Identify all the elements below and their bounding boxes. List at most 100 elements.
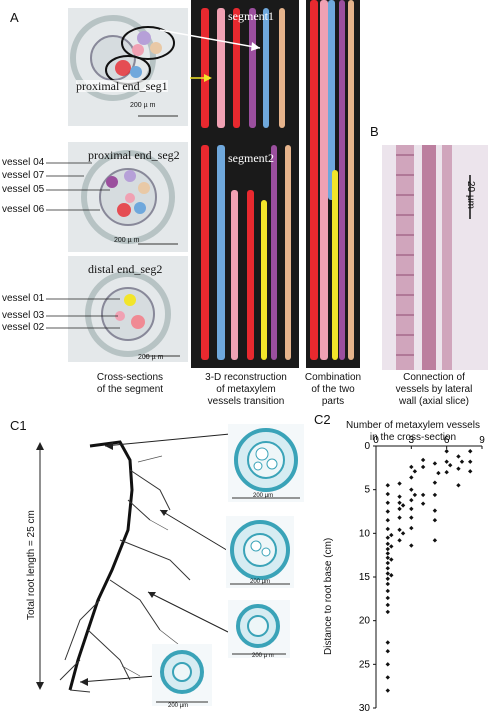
data-point [468, 449, 473, 454]
x-tick-label: 3 [409, 436, 415, 446]
data-point [385, 541, 390, 547]
cross-section-seg2-proximal-image [68, 142, 188, 252]
data-point [385, 491, 390, 497]
data-point [409, 497, 414, 503]
caption-axial: Connection of vessels by lateral wall (a… [380, 372, 488, 408]
data-point [385, 555, 390, 560]
caption-line: of the two [311, 384, 355, 395]
caption-line: of the segment [96, 384, 164, 395]
data-point [432, 461, 438, 466]
data-point [420, 457, 426, 463]
data-point [385, 535, 390, 540]
y-tick-label: 25 [359, 659, 371, 670]
data-point [385, 566, 390, 571]
data-point [397, 481, 402, 486]
axial-slice-graphic [382, 145, 488, 370]
vessel-label: vessel 05 [2, 184, 45, 195]
data-point [385, 518, 390, 523]
data-point [409, 506, 414, 512]
data-point [409, 475, 414, 480]
y-tick-label: 15 [359, 572, 371, 583]
data-point [385, 595, 390, 601]
data-point [389, 532, 394, 538]
caption-line: vessels transition [207, 396, 285, 407]
data-point [456, 483, 461, 488]
data-point [385, 662, 390, 667]
root-length-bracket [36, 442, 44, 690]
cross-section-graphic [68, 142, 188, 252]
caption-line: Connection of [403, 372, 465, 383]
data-point [459, 459, 465, 464]
data-point [409, 525, 414, 531]
data-point [397, 500, 402, 505]
scale-label-top: 200 µ m [130, 102, 156, 109]
panel-c1-label: C1 [10, 418, 27, 433]
c1-section-image [228, 424, 304, 502]
c1-arrows [79, 433, 231, 686]
data-point [385, 581, 390, 587]
y-tick-label: 10 [359, 528, 371, 539]
y-tick-label: 30 [359, 703, 371, 714]
panel-b-label: B [370, 124, 379, 139]
data-point [385, 576, 390, 581]
x-tick-label: 6 [444, 436, 450, 446]
data-point [456, 454, 461, 459]
seg2-distal-label: distal end_seg2 [88, 262, 163, 276]
x-tick-label: 0 [373, 436, 379, 446]
c1-scale-label: 200 µm [168, 703, 189, 709]
scale-label-bottom: 200 µ m [138, 354, 164, 361]
c1-scale-label: 200 µm [253, 493, 274, 499]
data-point [412, 492, 418, 498]
section-graphic [228, 600, 290, 658]
data-point [389, 573, 394, 578]
section-graphic [226, 516, 294, 588]
root-system-drawing [59, 440, 191, 693]
caption-line: wall (axial slice) [398, 396, 469, 407]
data-point [409, 515, 414, 520]
section-graphic [152, 644, 212, 706]
data-point [409, 487, 414, 492]
caption-combination: Combination of the two parts [300, 372, 366, 408]
data-point [397, 506, 402, 512]
section-graphic [228, 424, 304, 502]
data-point [385, 609, 390, 615]
link-arrows [159, 29, 261, 82]
caption-line: parts [321, 396, 345, 407]
root-length-label: Total root length = 25 cm [26, 510, 37, 620]
c1-scale-label: 200 µ m [252, 653, 274, 659]
c1-section-image [226, 516, 294, 588]
vessel-label: vessel 04 [2, 157, 45, 168]
vessel-label: vessel 03 [2, 310, 45, 321]
data-point [444, 459, 449, 464]
vessel-label: vessel 01 [2, 293, 45, 304]
data-point [385, 526, 390, 532]
data-point [432, 518, 438, 523]
caption-line: vessels by lateral [395, 384, 473, 395]
seg1-proximal-label: proximal end_seg1 [76, 79, 168, 93]
data-point [400, 531, 406, 536]
c1-scale-label: 200 µm [250, 579, 271, 585]
vessel-leader-lines [46, 162, 120, 329]
data-point [409, 543, 414, 548]
data-point [444, 449, 449, 454]
data-point [385, 588, 390, 594]
data-point [385, 551, 390, 556]
data-point [385, 483, 390, 488]
seg2-proximal-label: proximal end_seg2 [88, 148, 180, 162]
scale-label-b: 20 µm [465, 181, 476, 209]
data-point [389, 557, 394, 562]
data-point [385, 649, 390, 654]
data-point [432, 492, 438, 498]
combination-panel [306, 0, 360, 368]
scale-label-mid: 200 µ m [114, 237, 140, 244]
data-point [397, 515, 402, 520]
reconstruction-panel [191, 0, 299, 368]
y-tick-label: 5 [364, 485, 370, 496]
segment-title: segment2 [228, 151, 274, 165]
data-point [420, 464, 426, 470]
data-point [385, 546, 390, 552]
data-point [385, 640, 390, 645]
data-point [389, 544, 394, 549]
cross-section-graphic [68, 256, 188, 362]
